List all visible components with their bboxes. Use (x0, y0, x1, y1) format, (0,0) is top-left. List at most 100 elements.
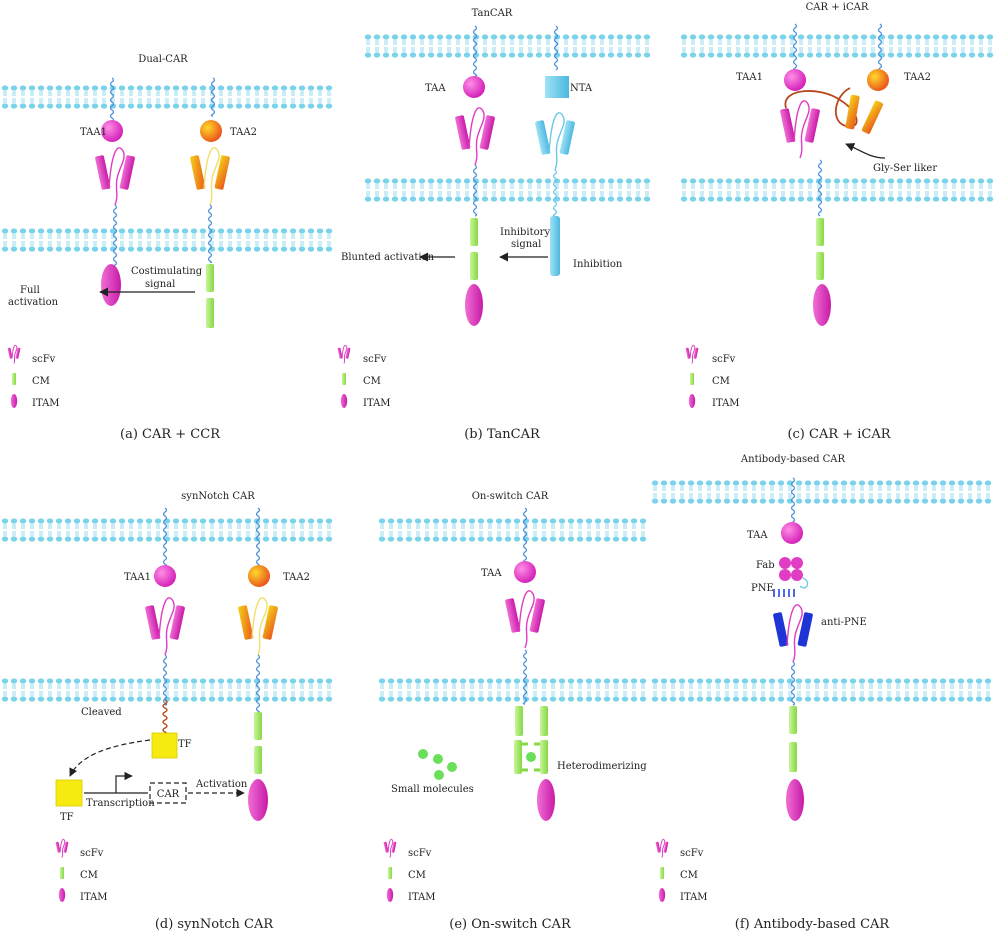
lipid-tail (896, 493, 900, 498)
lipid-head (118, 518, 126, 524)
lipid-head (831, 678, 839, 684)
lipid-head (55, 696, 63, 702)
lipid-head (634, 196, 642, 202)
lipid-head (82, 696, 90, 702)
antigen-icon (514, 561, 536, 583)
lipid-head (373, 34, 381, 40)
lipid-tail (402, 47, 406, 52)
lipid-tail (700, 191, 704, 196)
lipid-tail (219, 241, 223, 246)
lipid-head (625, 34, 633, 40)
lipid-head (804, 498, 812, 504)
lipid-head (136, 228, 144, 234)
legend-icons (55, 838, 69, 902)
lipid-head (396, 536, 404, 542)
panel-a-caption: (a) CAR + CCR (120, 427, 221, 442)
legend-scfv-label: scFv (80, 848, 104, 859)
lipid-tail (582, 191, 586, 196)
lipid-head (779, 178, 787, 184)
lipid-head (190, 228, 198, 234)
lipid-tail (725, 691, 729, 696)
lipid-tail (255, 234, 259, 239)
lipid-head (445, 178, 453, 184)
lipid-tail (781, 191, 785, 196)
lipid-tail (3, 234, 7, 239)
lipid-head (544, 196, 552, 202)
lipid-head (585, 536, 593, 542)
lipid-tail (835, 184, 839, 189)
lipid-tail (797, 691, 801, 696)
scfv-icon (55, 838, 69, 858)
lipid-tail (641, 524, 645, 529)
lipid-head (459, 678, 467, 684)
lipid-tail (300, 524, 304, 529)
lipid-tail (102, 691, 106, 696)
lipid-tail (12, 241, 16, 246)
lipid-head (91, 246, 99, 252)
lipid-tail (680, 691, 684, 696)
lipid-tail (174, 91, 178, 96)
lipid-tail (573, 184, 577, 189)
lipid-tail (309, 684, 313, 689)
lipid-tail (853, 47, 857, 52)
lipid-head (723, 678, 731, 684)
lipid-tail (120, 531, 124, 536)
lipid-head (714, 678, 722, 684)
lipid-tail (192, 524, 196, 529)
scfv-vl (804, 108, 820, 143)
lipid-tail (246, 524, 250, 529)
lipid-tail (237, 98, 241, 103)
lipid-tail (506, 684, 510, 689)
lipid-tail (228, 531, 232, 536)
lipid-tail (860, 691, 864, 696)
lipid-tail (970, 40, 974, 45)
lipid-tail (519, 184, 523, 189)
lipid-tail (736, 40, 740, 45)
lipid-head (37, 678, 45, 684)
lipid-tail (219, 531, 223, 536)
lipid-head (930, 498, 938, 504)
lipid-tail (246, 234, 250, 239)
membrane-layer (1, 34, 994, 702)
lipid-head (445, 34, 453, 40)
lipid-head (788, 178, 796, 184)
lipid-tail (788, 493, 792, 498)
lipid-head (741, 498, 749, 504)
tether (207, 204, 213, 263)
lipid-head (481, 34, 489, 40)
lipid-tail (961, 191, 965, 196)
lipid-head (414, 678, 422, 684)
lipid-head (477, 518, 485, 524)
lipid-head (878, 196, 886, 202)
lipid-head (761, 34, 769, 40)
lipid-tail (632, 691, 636, 696)
lipid-head (364, 178, 372, 184)
cm-icon (789, 742, 797, 772)
lipid-tail (479, 531, 483, 536)
lipid-tail (618, 47, 622, 52)
lipid-head (625, 52, 633, 58)
lipid-tail (300, 234, 304, 239)
lipid-head (860, 196, 868, 202)
lipid-head (64, 246, 72, 252)
lipid-tail (12, 234, 16, 239)
lipid-head (966, 678, 974, 684)
lipid-tail (380, 684, 384, 689)
lipid-head (634, 52, 642, 58)
lipid-head (517, 178, 525, 184)
lipid-head (432, 696, 440, 702)
lipid-tail (66, 531, 70, 536)
lipid-head (651, 480, 659, 486)
lipid-tail (291, 684, 295, 689)
lipid-head (630, 678, 638, 684)
lipid-tail (790, 191, 794, 196)
lipid-tail (537, 184, 541, 189)
lipid-tail (273, 684, 277, 689)
lipid-tail (943, 184, 947, 189)
lipid-head (316, 536, 324, 542)
lipid-head (289, 518, 297, 524)
lipid-tail (264, 91, 268, 96)
scfv-loop (203, 147, 220, 206)
lipid-head (544, 34, 552, 40)
lipid-head (37, 228, 45, 234)
